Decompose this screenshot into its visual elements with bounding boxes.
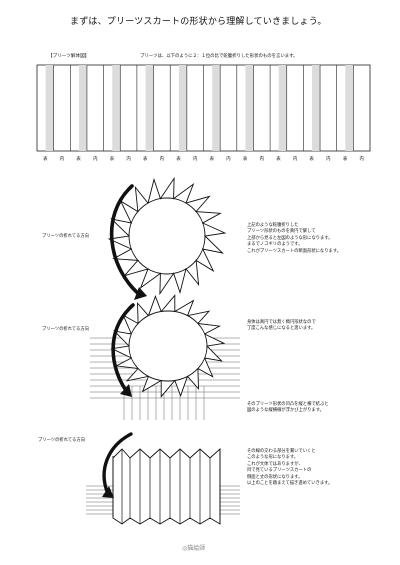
tick-label: 表 bbox=[309, 157, 314, 162]
tick-label: 内 bbox=[326, 157, 331, 162]
tick-label: 表 bbox=[342, 157, 348, 162]
tick-label: 表 bbox=[276, 157, 281, 162]
tick-label: 内 bbox=[226, 157, 231, 162]
watermark: ◎猫絵師 bbox=[182, 545, 206, 552]
direction-label-1: プリーツの折れてる方向 bbox=[42, 234, 90, 239]
tick-label: 表 bbox=[176, 157, 181, 162]
tick-label: 表 bbox=[109, 157, 115, 162]
tick-label: 内 bbox=[93, 157, 98, 162]
page-title: まずは、プリーツスカートの形状から理解していきましょう。 bbox=[70, 17, 327, 27]
tick-label: 表 bbox=[242, 157, 248, 162]
tick-label: 内 bbox=[192, 157, 198, 162]
tick-label: 表 bbox=[143, 157, 148, 162]
direction-label-3: プリーツの折れてる方向 bbox=[38, 438, 86, 443]
tick-label: 内 bbox=[292, 157, 298, 162]
tick-label: 内 bbox=[59, 157, 65, 162]
tick-label: 表 bbox=[209, 157, 215, 162]
tick-label: 内 bbox=[126, 157, 131, 162]
diagram-description: プリーツは、以下のように２：１位の比で蛇腹折りした形状のものを言います。 bbox=[140, 54, 298, 59]
saw-ring-figure-2 bbox=[90, 294, 240, 420]
step2-text: 身体は真円では無く楕円形状なので 丁度こんな感じになると思います。 bbox=[247, 320, 316, 332]
step1-text: 上記のような蛇腹折りした プリーツ形状のものを真円で繋して 上部から見ると左図の… bbox=[247, 223, 342, 254]
step3-text: そのプリーツ形状の凹凸を縦と横で結ぶと 図のような縦横線が浮かび上がります。 bbox=[247, 402, 329, 414]
tick-label: 内 bbox=[159, 157, 165, 162]
tick-label: 表 bbox=[76, 157, 81, 162]
pleat-unfold-diagram bbox=[36, 64, 371, 152]
pleated-skirt-side-figure bbox=[86, 432, 240, 525]
saw-ring-figure-1 bbox=[107, 176, 227, 300]
direction-label-2: プリーツの折れてる方向 bbox=[42, 327, 90, 332]
tick-label: 表 bbox=[43, 157, 48, 162]
step4-text: その線の交わる部分を繋いでいくと このような形になります。 これが大体ではありま… bbox=[247, 449, 333, 487]
diagram-label: 【プリーツ解体図】 bbox=[48, 54, 90, 59]
tick-label: 内 bbox=[259, 157, 264, 162]
tick-label: 内 bbox=[359, 157, 364, 162]
